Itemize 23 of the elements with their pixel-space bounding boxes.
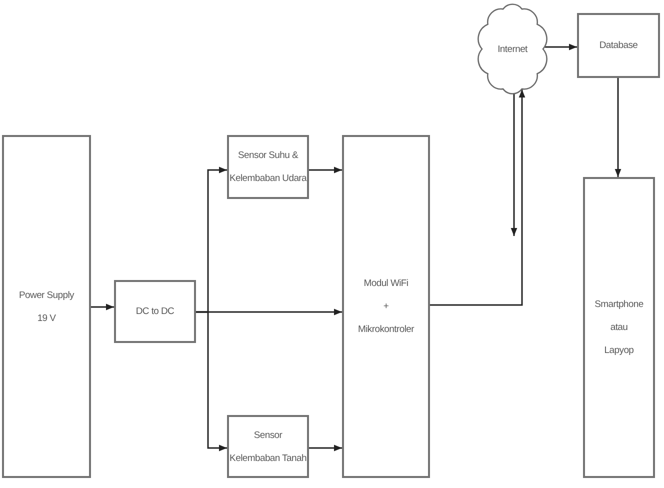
process-box — [114, 280, 196, 343]
arrow — [614, 78, 622, 177]
box-label: Power Supply 19 V — [18, 288, 74, 326]
process-box — [583, 177, 655, 478]
process-box — [577, 13, 660, 78]
process-box — [2, 135, 91, 478]
arrow — [196, 311, 227, 452]
box-label: Database — [599, 39, 638, 53]
process-box — [227, 135, 309, 199]
arrow — [309, 444, 342, 452]
box-label: Modul WiFi + Mikrokontroler — [358, 277, 414, 337]
process-box — [227, 415, 309, 478]
arrow — [544, 44, 577, 50]
box-label: Sensor Suhu & Kelembaban Udara — [229, 149, 307, 186]
arrow — [430, 89, 526, 306]
process-box — [342, 135, 430, 478]
arrow — [309, 166, 342, 174]
box-label: Smartphone atau Lapyop — [594, 298, 644, 358]
box-label: DC to DC — [136, 305, 174, 319]
box-label: Internet — [498, 42, 528, 56]
arrow — [91, 304, 114, 310]
arrow — [510, 94, 518, 236]
box-label: Sensor Kelembaban Tanah — [230, 428, 306, 466]
